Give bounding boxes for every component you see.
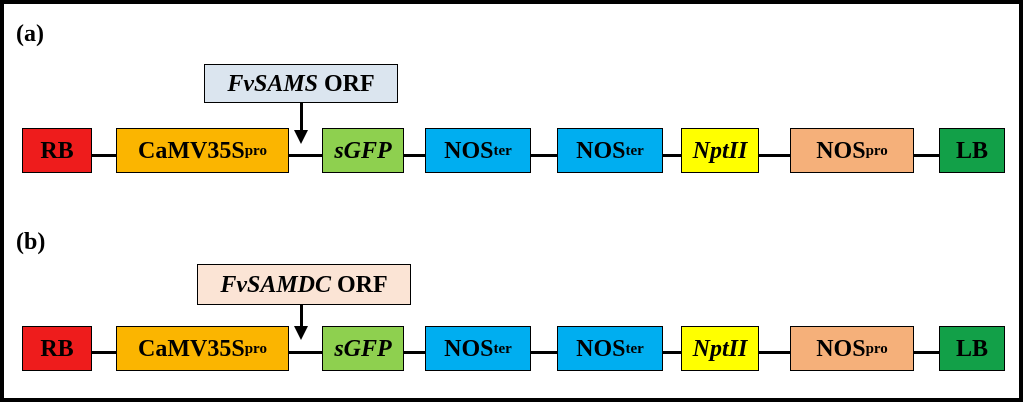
element-label: NOS bbox=[444, 137, 494, 164]
element-label: NOS bbox=[444, 335, 494, 362]
element-label: RB bbox=[40, 137, 74, 164]
element-box-lb: LB bbox=[939, 326, 1005, 371]
element-box-sgfp: sGFP bbox=[322, 326, 404, 371]
construct-diagram: (a) FvSAMS ORF (b) FvSAMDC ORF RB CaMV35S… bbox=[4, 4, 1019, 398]
insert-orf-box-a: FvSAMS ORF bbox=[204, 64, 398, 103]
element-label: LB bbox=[955, 335, 988, 362]
insert-arrow-b bbox=[300, 305, 303, 328]
element-label: NptII bbox=[692, 137, 748, 164]
element-box-rb: RB bbox=[22, 128, 92, 173]
element-label: sGFP bbox=[334, 137, 392, 164]
element-box-nptii: NptII bbox=[681, 326, 759, 371]
insert-suffix: ORF bbox=[318, 70, 375, 97]
element-box-rb: RB bbox=[22, 326, 92, 371]
panel-label-a: (a) bbox=[16, 21, 44, 47]
element-label: LB bbox=[955, 137, 988, 164]
element-label: NOS bbox=[816, 137, 866, 164]
element-label: RB bbox=[40, 335, 74, 362]
arrow-head-a bbox=[294, 130, 308, 144]
element-label: CaMV35S bbox=[138, 137, 245, 164]
insert-arrow-a bbox=[300, 103, 303, 131]
element-label: NOS bbox=[816, 335, 866, 362]
insert-suffix: ORF bbox=[331, 271, 388, 298]
element-box-lb: LB bbox=[939, 128, 1005, 173]
insert-gene-name: FvSAMDC bbox=[220, 271, 332, 298]
arrow-head-b bbox=[294, 326, 308, 340]
insert-orf-box-b: FvSAMDC ORF bbox=[197, 264, 411, 305]
element-box-sgfp: sGFP bbox=[322, 128, 404, 173]
panel-label-b: (b) bbox=[16, 229, 46, 255]
element-label: CaMV35S bbox=[138, 335, 245, 362]
element-label: NOS bbox=[576, 137, 626, 164]
element-label: NptII bbox=[692, 335, 748, 362]
insert-gene-name: FvSAMS bbox=[227, 70, 319, 97]
element-box-nptii: NptII bbox=[681, 128, 759, 173]
element-label: NOS bbox=[576, 335, 626, 362]
element-label: sGFP bbox=[334, 335, 392, 362]
